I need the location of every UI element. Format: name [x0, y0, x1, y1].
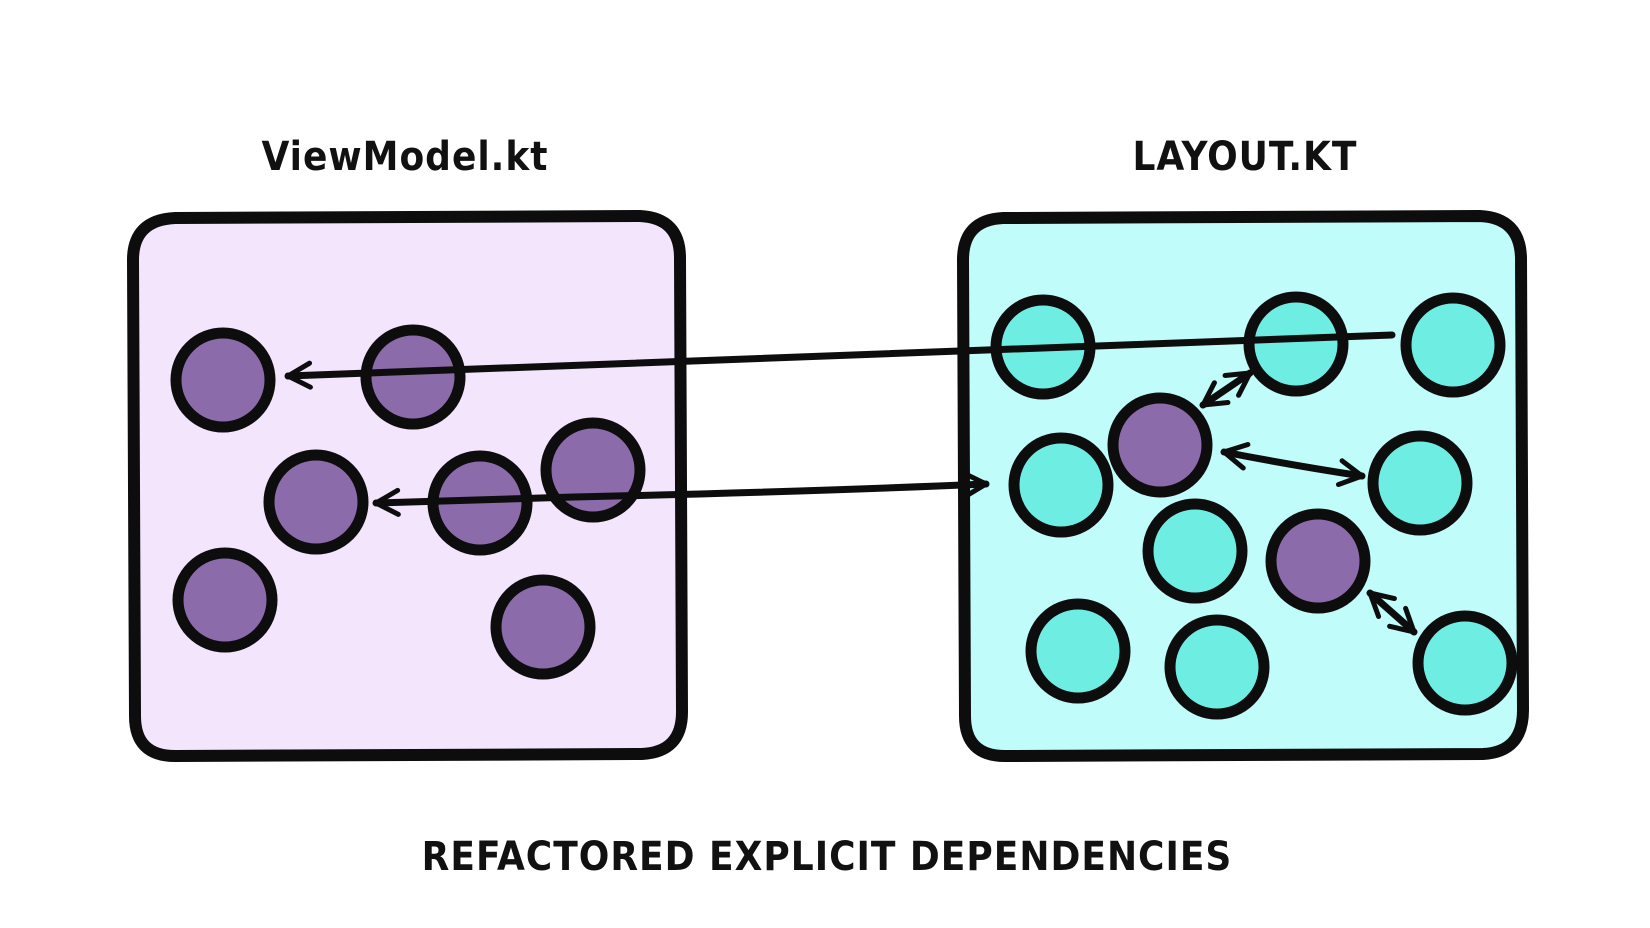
- cross-module-arrow: [372, 470, 990, 517]
- purple-node: [170, 327, 276, 433]
- right-module-title: LAYOUT.KT: [1133, 134, 1358, 180]
- teal-node: [1008, 432, 1114, 538]
- purple-node: [360, 324, 466, 430]
- right-module-nodes: [990, 291, 1518, 720]
- teal-node: [1164, 614, 1270, 720]
- internal-dependency-arrow: [1199, 369, 1254, 409]
- purple-node: [540, 417, 646, 523]
- purple-node: [1265, 508, 1371, 614]
- cross-module-arrow: [284, 331, 1396, 390]
- dependency-arrows: [284, 331, 1418, 636]
- teal-node: [1412, 610, 1518, 716]
- teal-node: [1367, 430, 1473, 536]
- teal-node: [1400, 292, 1506, 398]
- purple-node: [172, 547, 278, 653]
- diagram-caption: REFACTORED EXPLICIT DEPENDENCIES: [422, 834, 1233, 880]
- left-module-title: ViewModel.kt: [262, 134, 549, 180]
- teal-node: [1142, 498, 1248, 604]
- internal-dependency-arrow: [1366, 589, 1418, 636]
- teal-node: [1243, 291, 1349, 397]
- teal-node: [1025, 598, 1131, 704]
- internal-dependency-arrow: [1220, 441, 1366, 488]
- purple-node: [1107, 392, 1213, 498]
- purple-node: [490, 574, 596, 680]
- purple-node: [263, 449, 369, 555]
